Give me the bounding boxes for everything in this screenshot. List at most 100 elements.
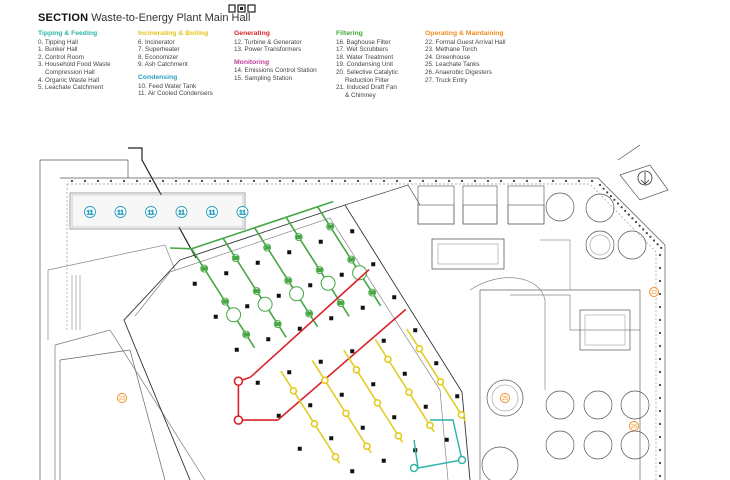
boundary-post [638,224,641,227]
ash-node [426,421,434,430]
steam-header [191,200,334,250]
boundary-post [631,217,634,220]
legend-heading-incinerating: Incinerating & Boiling [138,30,209,37]
boundary-post [658,370,662,374]
svg-text:22: 22 [651,290,657,296]
boundary-post [658,422,662,426]
boundary-post [590,179,594,183]
svg-text:11: 11 [117,209,124,216]
boundary-post [239,179,243,183]
operating-marker: 25 [500,393,510,403]
ash-line [280,370,341,464]
boundary-post [317,179,321,183]
column-marker [413,328,418,333]
boundary-post [135,179,139,183]
svg-text:23: 23 [119,396,125,402]
boundary-post [652,239,656,242]
legend-item: 22. Formal Guest Arrival Hall [425,38,506,46]
condenser-fan-icon: 11 [84,206,96,218]
steam-node: 16 [273,320,282,329]
column-marker [350,229,355,234]
ash-line [311,360,372,454]
svg-text:25: 25 [502,396,508,402]
svg-text:11: 11 [148,209,155,216]
column-marker [371,382,376,387]
column-marker [350,469,355,474]
svg-text:16: 16 [223,299,228,304]
boundary-post [627,213,630,216]
boundary-post [70,179,74,183]
boundary-post [658,331,662,335]
column-marker [392,295,397,300]
ash-node [289,387,298,395]
legend-incinerating: Incinerating & Boiling 6. Incinerator 7.… [138,30,213,98]
steam-node: 16 [305,309,314,318]
legend-filtering: Filtering 16. Baghouse Filter 17. Wet Sc… [336,30,398,99]
boundary-post [473,179,477,183]
column-marker [266,337,271,342]
column-marker [234,347,239,352]
column-marker [381,458,386,463]
boundary-post [213,179,217,183]
legend-item: 3. Household Food Waste [38,61,111,69]
condenser-fan-icon: 11 [236,206,249,218]
svg-text:16: 16 [254,289,259,294]
boundary-post [658,253,662,257]
column-marker [255,260,260,265]
ash-node [436,378,445,386]
column-marker [318,359,323,364]
boundary-post [616,202,620,205]
leachate-line [413,419,463,469]
boundary-post [382,179,386,183]
column-marker [402,371,407,376]
ash-line [406,328,467,422]
ash-node [405,388,413,397]
boundary-post [656,243,659,246]
column-marker [423,404,428,409]
svg-text:16: 16 [286,278,291,283]
legend-item: 7. Superheater [138,46,180,54]
boundary-post [356,179,360,183]
boundary-post [613,198,616,201]
svg-text:16: 16 [296,235,301,240]
column-marker [392,415,397,420]
column-marker [329,316,334,321]
column-marker [339,272,344,277]
legend-item: 21. Induced Draft Fan [336,84,397,92]
ash-node [352,366,361,374]
svg-text:16: 16 [202,266,207,271]
site-boundary-inner [66,183,657,480]
boundary-post [304,179,308,183]
boundary-post [658,474,662,478]
legend-item: 14. Emissions Control Station [234,67,317,75]
legend-item: 25. Leachate Tanks [425,61,480,69]
column-marker [297,326,302,331]
column-marker [213,314,218,319]
legend-item: 24. Greenhouse [425,53,471,61]
legend-item: 26. Anaerobic Digesters [425,68,492,76]
boundary-post [660,246,663,249]
boundary-post [658,448,662,452]
legend-item: 17. Wet Scrubbers [336,46,389,54]
boundary-post [512,179,516,183]
operating-marker: 26 [629,421,639,431]
boundary-post [658,292,662,296]
boundary-post [395,179,399,183]
legend-item: 9. Ash Catchment [138,61,188,69]
boundary-post [278,179,282,183]
svg-text:16: 16 [233,256,238,261]
boundary-post [658,396,662,400]
legend-heading-filtering: Filtering [336,30,363,37]
boundary-post [447,179,451,183]
steam-node: 16 [336,299,345,308]
steam-node: 16 [221,297,230,306]
title-rest: Waste-to-Energy Plant Main Hall [91,12,251,24]
ash-line [374,339,435,433]
legend-item: 1. Bunker Hall [38,46,78,54]
legend-item: 23. Methane Torch [425,46,478,54]
ash-node [394,432,403,440]
boundary-post [642,228,645,231]
ash-node [373,399,382,407]
condenser-fan-icon: 11 [145,206,157,218]
